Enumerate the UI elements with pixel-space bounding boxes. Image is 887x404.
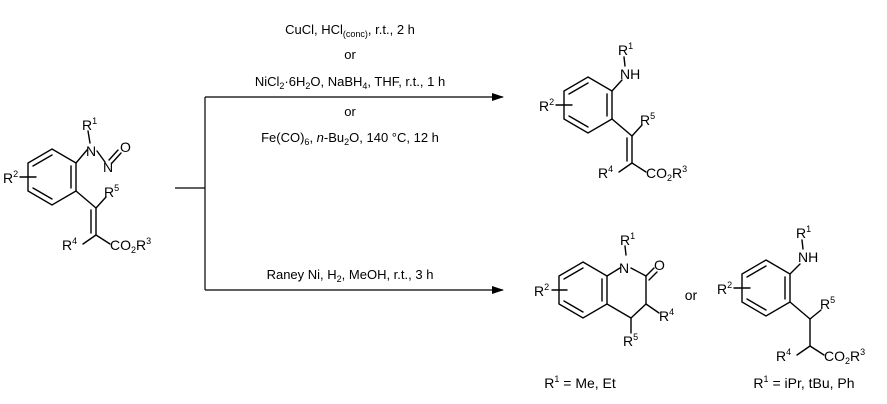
or-separator-2: or	[344, 104, 356, 119]
upper-product-ester-label: CO2R3	[646, 164, 687, 183]
lower-a-r4-label: R4	[659, 307, 674, 324]
lower-a-r2-label: R2	[534, 282, 549, 299]
substrate-r5-label: R5	[104, 183, 119, 200]
upper-product-r1-label: R1	[618, 41, 633, 58]
lower-a-caption: R1 = Me, Et	[544, 374, 616, 391]
upper-product-nh-label: NH	[620, 66, 640, 82]
lower-b-r5-label: R5	[820, 295, 835, 312]
substrate-o-nitroso: O	[120, 139, 131, 155]
substrate-r4-label: R4	[62, 236, 77, 253]
substrate-ester-label: CO2R3	[110, 236, 151, 255]
substrate-n-nitroso: N	[103, 159, 113, 175]
condition-line-2: NiCl2·6H2O, NaBH4, THF, r.t., 1 h	[255, 74, 445, 91]
product-lower-a-structure: R1 N O R2 R4 R5 R1 = Me, Et	[534, 231, 674, 391]
condition-line-3: Fe(CO)6, n-Bu2O, 140 °C, 12 h	[261, 130, 439, 147]
lower-b-r2-label: R2	[717, 280, 732, 297]
lower-b-r4-label: R4	[776, 347, 791, 364]
lower-b-r1-label: R1	[796, 224, 811, 241]
lower-b-benzene-ring	[741, 259, 791, 317]
lower-a-r5-label: R5	[623, 332, 638, 349]
substrate-structure: R1 N N O R2 R5 R4 CO2R3	[3, 116, 151, 255]
upper-product-r4-label: R4	[598, 164, 613, 181]
lower-b-caption: R1 = iPr, tBu, Ph	[753, 374, 854, 391]
product-upper-structure: R1 NH R2 R5 R4 CO2R3	[539, 41, 687, 183]
upper-product-r2-label: R2	[539, 97, 554, 114]
lower-conditions: Raney Ni, H2, MeOH, r.t., 3 h	[267, 267, 434, 284]
lower-a-r1-label: R1	[620, 231, 635, 248]
substrate-n-amine: N	[86, 143, 96, 159]
upper-product-r5-label: R5	[640, 111, 655, 128]
lower-a-o-label: O	[654, 257, 665, 273]
condition-line-raney: Raney Ni, H2, MeOH, r.t., 3 h	[267, 267, 434, 284]
or-separator-1: or	[344, 47, 356, 62]
lower-b-nh-label: NH	[798, 249, 818, 265]
condition-line-1: CuCl, HCl(conc), r.t., 2 h	[285, 22, 415, 39]
substrate-r1-label: R1	[82, 116, 97, 133]
product-lower-b-structure: R1 NH R2 R5 R4 CO2R3 R1 = iPr, tBu, Ph	[717, 224, 865, 391]
lower-b-ester-label: CO2R3	[824, 347, 865, 366]
lower-a-n-label: N	[619, 260, 629, 276]
substrate-r2-label: R2	[3, 169, 18, 186]
or-connector: or	[685, 287, 698, 303]
upper-conditions: CuCl, HCl(conc), r.t., 2 h or NiCl2·6H2O…	[255, 22, 445, 147]
reaction-arrows	[175, 93, 504, 294]
